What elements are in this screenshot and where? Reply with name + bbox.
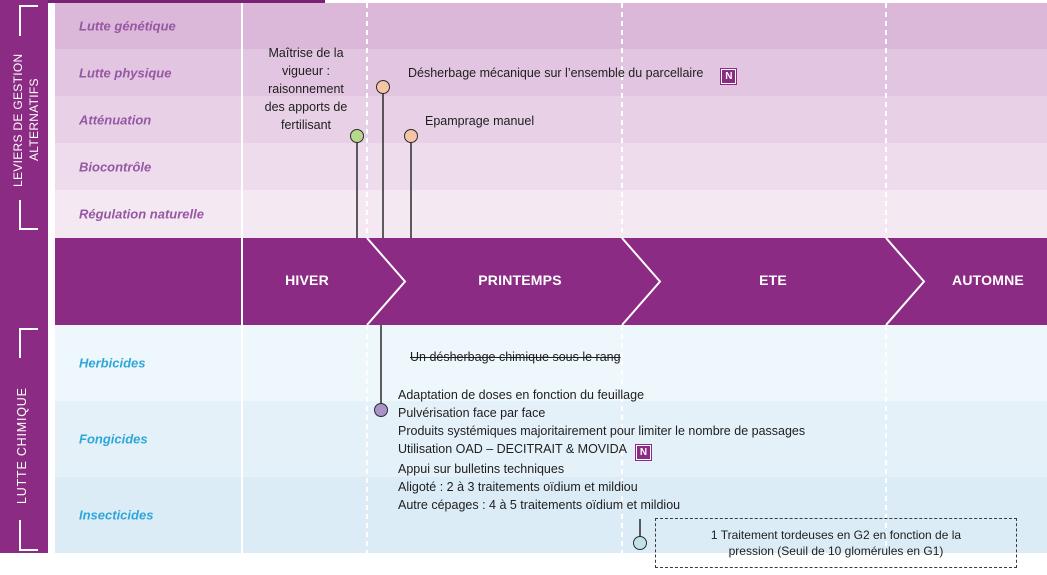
chemical-label-fungicides: Fongicides: [79, 431, 148, 447]
fungicide-measure: Produits systémiques majoritairement pou…: [398, 424, 806, 438]
lever-row-genetic: Lutte génétique: [55, 3, 1047, 49]
vigor-management-marker: [350, 129, 364, 143]
lever-row-natural-regulation: Régulation naturelle: [55, 190, 1047, 238]
lever-row-biocontrol: Biocontrôle: [55, 143, 1047, 190]
lever-label-genetic: Lutte génétique: [79, 18, 176, 34]
fungicide-measure: Appui sur bulletins techniques: [398, 462, 565, 476]
chemical-bracket-bottom: [19, 520, 38, 551]
mechanical-weeding-note: Désherbage mécanique sur l’ensemble du p…: [408, 64, 738, 85]
herbicide-note: Un désherbage chimique sous le rang: [410, 350, 621, 364]
season-chevron-icon: [885, 237, 926, 326]
lever-row-physical: Lutte physique: [55, 49, 1047, 96]
season-band: [55, 238, 1047, 325]
chemical-bracket-top: [19, 328, 38, 358]
chemical-label-herbicides: Herbicides: [79, 355, 146, 371]
vigor-note-line: fertilisant: [280, 118, 332, 132]
alternatives-title-line1: LEVIERS DE GESTION: [11, 53, 25, 187]
vigor-note-line: des apports de: [264, 100, 348, 114]
chemical-row-insecticides: Insecticides: [55, 477, 1047, 553]
vigor-note-line: vigueur :: [282, 64, 330, 78]
mechanical-weeding-marker: [376, 80, 390, 94]
chemical-label-insecticides: Insecticides: [79, 507, 154, 523]
season-label-winter: HIVER: [285, 272, 329, 288]
fungicide-measure: Adaptation de doses en fonction du feuil…: [398, 388, 645, 402]
season-chevron-icon: [366, 237, 407, 326]
new-badge: N: [720, 68, 738, 85]
lever-label-natural-regulation: Régulation naturelle: [79, 206, 204, 222]
insecticide-marker: [633, 536, 647, 550]
chemical-row-herbicides: Herbicides: [55, 325, 1047, 401]
fungicide-measure: Utilisation OAD – DECITRAIT & MOVIDA: [398, 442, 627, 456]
season-label-summer: ETE: [759, 272, 787, 288]
season-chevron-icon: [621, 237, 662, 326]
lever-label-physical: Lutte physique: [79, 65, 172, 80]
insecticide-note-line: pression (Seuil de 10 glomérules en G1): [728, 544, 944, 558]
fungicide-measure: Autre cépages : 4 à 5 traitements oïdium…: [398, 498, 681, 512]
alternatives-bracket-bottom: [19, 200, 38, 230]
lever-row-mitigation: Atténuation: [55, 96, 1047, 143]
fungicide-measure: Aligoté : 2 à 3 traitements oïdium et mi…: [398, 480, 638, 494]
insecticide-note-box: 1 Traitement tordeuses en G2 en fonction…: [655, 518, 1017, 568]
fungicide-measure: Pulvérisation face par face: [398, 406, 546, 420]
manual-suckering-note: Epamprage manuel: [425, 114, 535, 128]
side-strip: [0, 0, 48, 553]
season-label-autumn: AUTOMNE: [952, 272, 1024, 288]
fungicide-measures-list: Adaptation de doses en fonction du feuil…: [398, 386, 805, 514]
mechanical-weeding-text: Désherbage mécanique sur l’ensemble du p…: [408, 66, 704, 80]
vigor-note-line: raisonnement: [268, 82, 344, 96]
lever-label-biocontrol: Biocontrôle: [79, 159, 152, 174]
manual-suckering-marker: [404, 129, 418, 143]
alternatives-title-line2: ALTERNATIFS: [27, 78, 41, 162]
chemical-title: LUTTE CHIMIQUE: [15, 387, 29, 505]
chemical-row-fungicides: Fongicides: [55, 401, 1047, 477]
alternatives-bracket-top: [19, 5, 38, 36]
season-label-spring: PRINTEMPS: [478, 272, 562, 288]
chemical-section-title: LUTTE CHIMIQUE: [14, 366, 38, 526]
fungicide-measure-with-badge: Utilisation OAD – DECITRAIT & MOVIDA N: [398, 440, 805, 461]
new-badge: N: [635, 444, 652, 461]
alternatives-section-title: LEVIERS DE GESTION ALTERNATIFS: [10, 30, 46, 210]
lever-label-mitigation: Atténuation: [79, 112, 152, 127]
vigor-management-note: Maîtrise de la vigueur : raisonnement de…: [238, 44, 374, 134]
vigor-note-line: Maîtrise de la: [268, 46, 344, 60]
top-accent-bar: [0, 0, 325, 3]
insecticide-note-line: 1 Traitement tordeuses en G2 en fonction…: [710, 528, 962, 542]
fungicide-marker: [374, 403, 388, 417]
